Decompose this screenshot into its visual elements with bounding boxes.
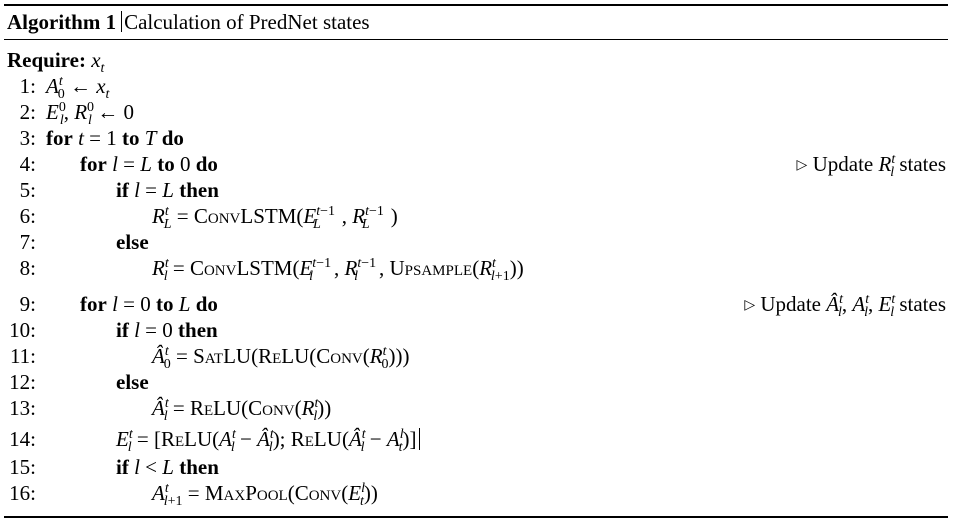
require-line: Require: xt (7, 48, 105, 76)
bottom-rule (4, 516, 948, 518)
line-number: 9: (19, 292, 36, 316)
algorithm-line-2: 2: E0l, R0l ← 0 (19, 100, 134, 128)
line-number: 8: (19, 256, 36, 280)
line-number: 5: (19, 178, 36, 202)
line-number: 3: (19, 126, 36, 150)
algorithm-caption: Algorithm 1 Calculation of PredNet states (7, 10, 370, 35)
line-number: 14: (9, 427, 36, 451)
algorithm-line-1: 1: At0 ← xt (19, 74, 110, 102)
algorithm-line-11: 11: Ât0 = SatLU(ReLU(Conv(Rt0))) (9, 344, 410, 372)
algorithm-line-4: 4: for l = L to 0 do ▷ Update Rtl states (19, 152, 946, 180)
algorithm-line-7: 7: else (19, 230, 149, 254)
text-cursor (418, 428, 420, 450)
algorithm-line-9: 9: for l = 0 to L do ▷ Update Âtl, Atl, … (19, 292, 946, 320)
line-number: 1: (19, 74, 36, 98)
comment-update-all: ▷ Update Âtl, Atl, Etl states (744, 292, 946, 320)
line-number: 7: (19, 230, 36, 254)
comment-update-r: ▷ Update Rtl states (796, 152, 946, 180)
algorithm-line-16: 16: Atl+1 = MaxPool(Conv(Elt)) (9, 481, 378, 509)
algorithm-label: Algorithm 1 (7, 10, 117, 34)
algorithm-line-12: 12: else (9, 370, 149, 394)
line-number: 16: (9, 481, 36, 505)
triangle-icon: ▷ (744, 298, 756, 313)
algorithm-line-10: 10: if l = 0 then (9, 318, 218, 342)
line-number: 6: (19, 204, 36, 228)
algorithm-line-6: 6: RtL = ConvLSTM(Et−1L , Rt−1L ) (19, 204, 398, 232)
line-number: 15: (9, 455, 36, 479)
algorithm-line-13: 13: Âtl = ReLU(Conv(Rtl)) (9, 396, 332, 424)
text-cursor (121, 11, 123, 32)
algorithm-title: Calculation of PredNet states (124, 10, 370, 34)
triangle-icon: ▷ (796, 158, 808, 173)
line-number: 11: (9, 344, 36, 368)
top-rule (4, 4, 948, 6)
line-number: 10: (9, 318, 36, 342)
require-keyword: Require: (7, 48, 86, 72)
line-number: 13: (9, 396, 36, 420)
line-number: 12: (9, 370, 36, 394)
algorithm-line-5: 5: if l = L then (19, 178, 219, 202)
line-number: 4: (19, 152, 36, 176)
algorithm-line-8: 8: Rtl = ConvLSTM(Et−1l , Rt−1l , Upsamp… (19, 256, 524, 284)
caption-rule (4, 39, 948, 40)
algorithm-line-14: 14: Etl = [ReLU(Atl − Âtl); ReLU(Âtl − A… (0, 427, 953, 455)
algorithm-line-15: 15: if l < L then (9, 455, 219, 479)
algorithm-line-3: 3: for t = 1 to T do (19, 126, 184, 150)
line-number: 2: (19, 100, 36, 124)
